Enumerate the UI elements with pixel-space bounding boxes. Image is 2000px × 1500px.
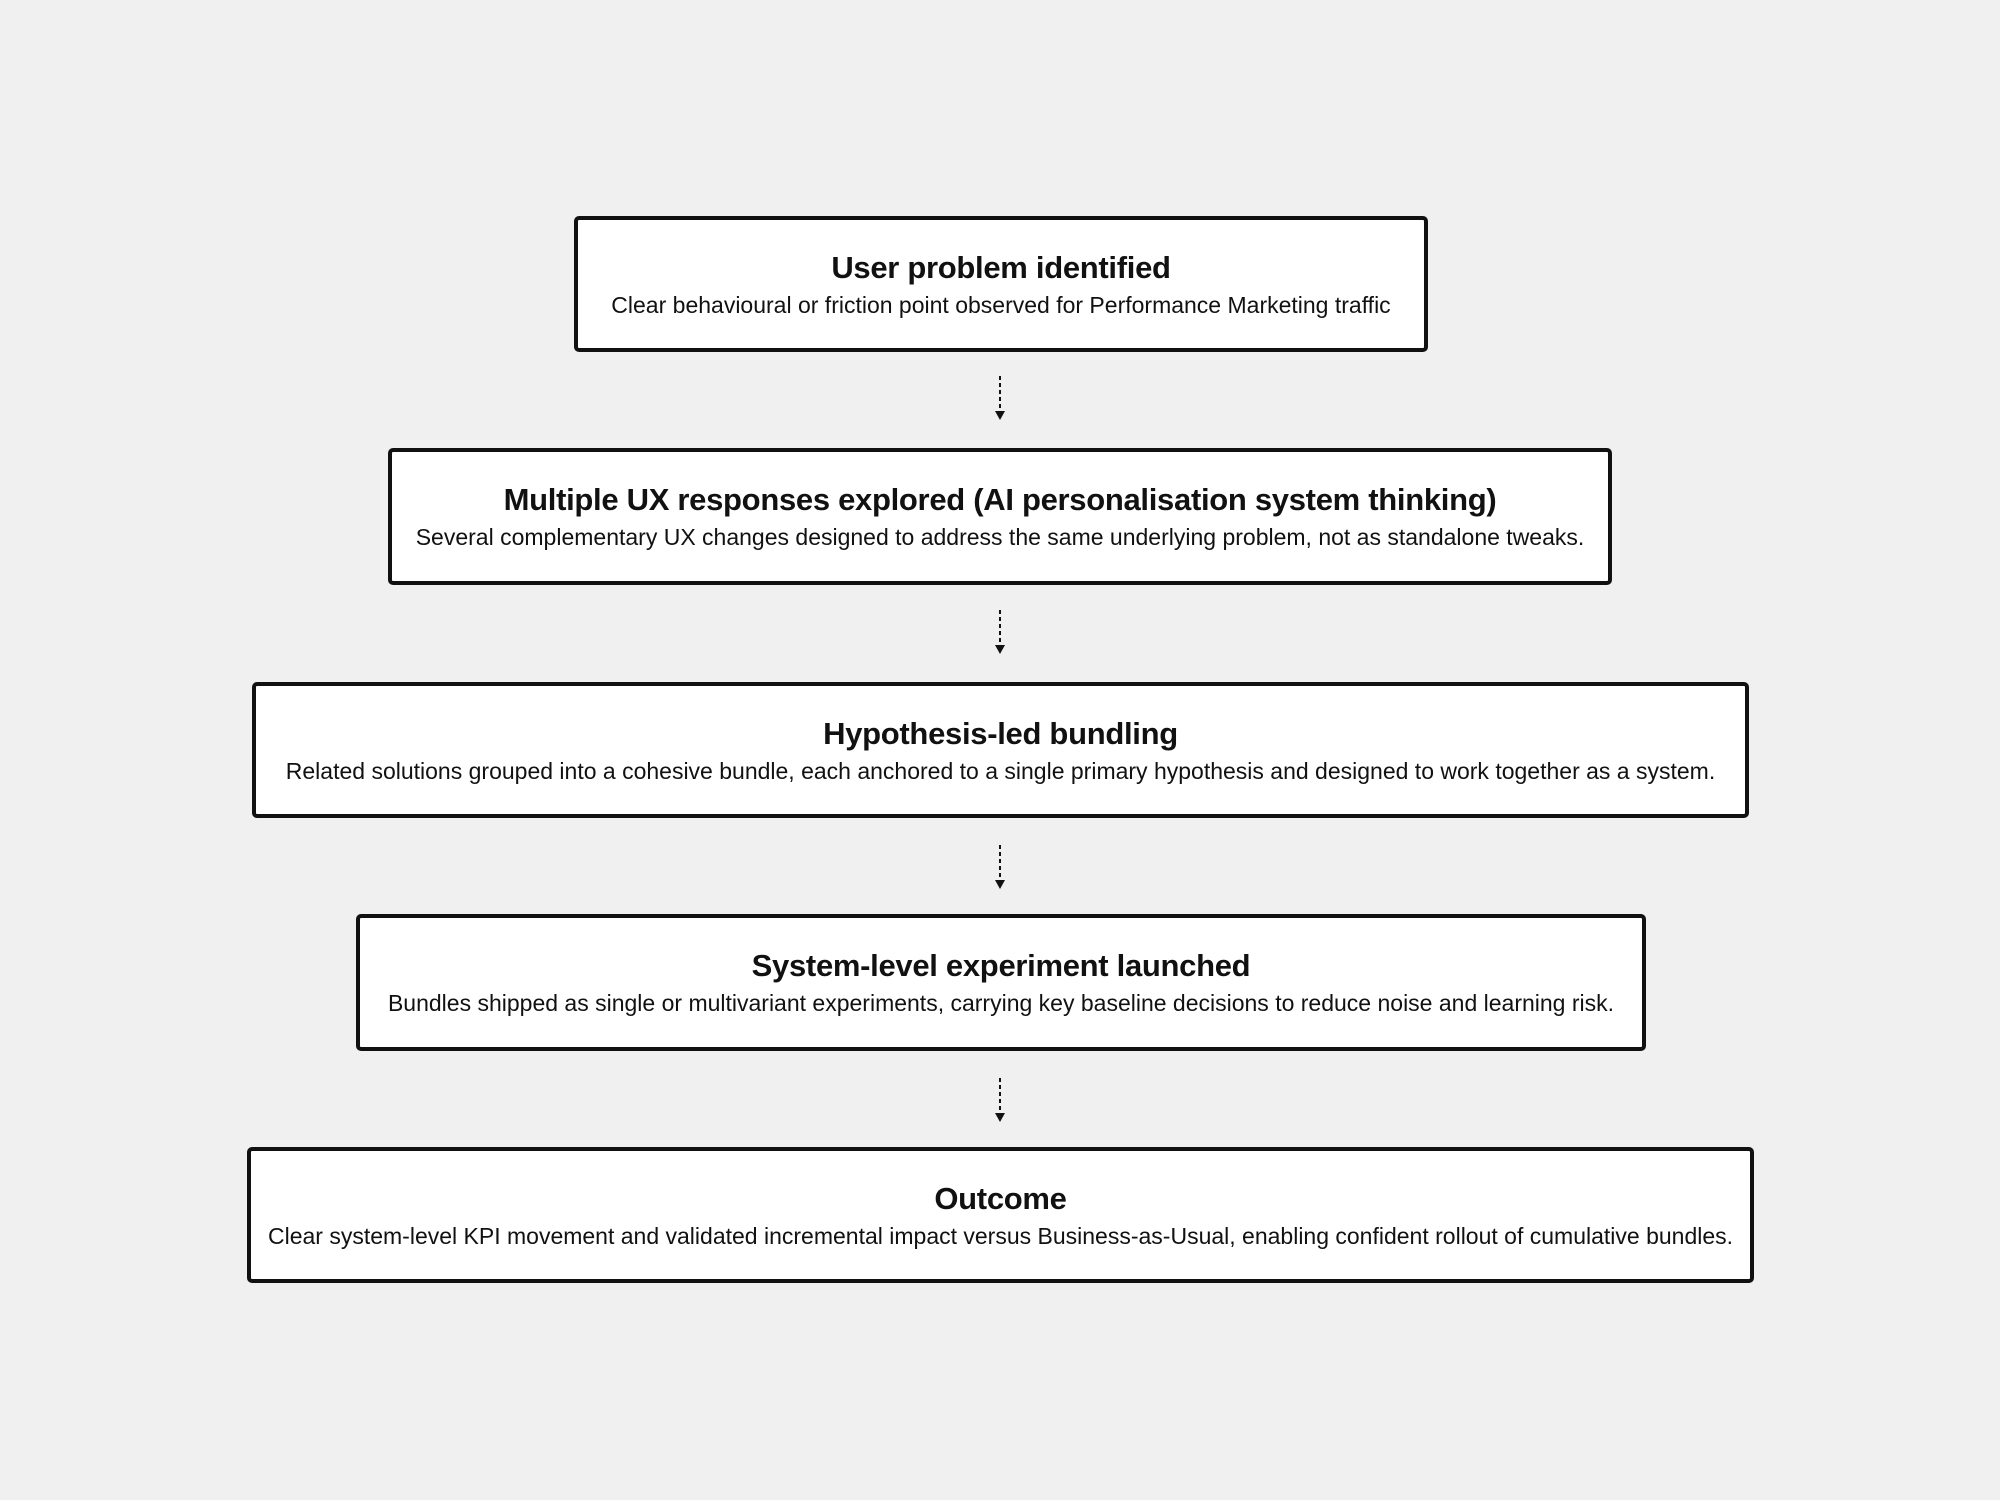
step-description: Clear behavioural or friction point obse… xyxy=(611,291,1391,318)
step-outcome-box: Outcome Clear system-level KPI movement … xyxy=(247,1147,1754,1283)
step-hypothesis-bundling-box: Hypothesis-led bundling Related solution… xyxy=(252,682,1749,818)
step-description: Several complementary UX changes designe… xyxy=(415,524,1585,550)
step-description: Bundles shipped as single or multivarian… xyxy=(387,990,1615,1016)
arrow-down-icon xyxy=(995,376,1005,420)
arrow-down-icon xyxy=(995,1078,1005,1122)
arrow-down-icon xyxy=(995,610,1005,654)
step-title: Outcome xyxy=(934,1180,1067,1216)
dashed-arrow-connector xyxy=(994,610,1006,656)
step-title: User problem identified xyxy=(831,249,1171,285)
dashed-arrow-connector xyxy=(994,1078,1006,1124)
step-ux-responses-box: Multiple UX responses explored (AI perso… xyxy=(388,448,1612,585)
arrow-down-icon xyxy=(995,845,1005,889)
step-description: Related solutions grouped into a cohesiv… xyxy=(285,757,1716,784)
step-experiment-launched-box: System-level experiment launched Bundles… xyxy=(356,914,1646,1051)
step-title: System-level experiment launched xyxy=(751,948,1251,983)
dashed-arrow-connector xyxy=(994,376,1006,422)
step-user-problem-box: User problem identified Clear behavioura… xyxy=(574,216,1428,352)
step-title: Hypothesis-led bundling xyxy=(823,715,1178,751)
dashed-arrow-connector xyxy=(994,845,1006,891)
step-title: Multiple UX responses explored (AI perso… xyxy=(503,482,1497,517)
step-description: Clear system-level KPI movement and vali… xyxy=(267,1222,1734,1249)
